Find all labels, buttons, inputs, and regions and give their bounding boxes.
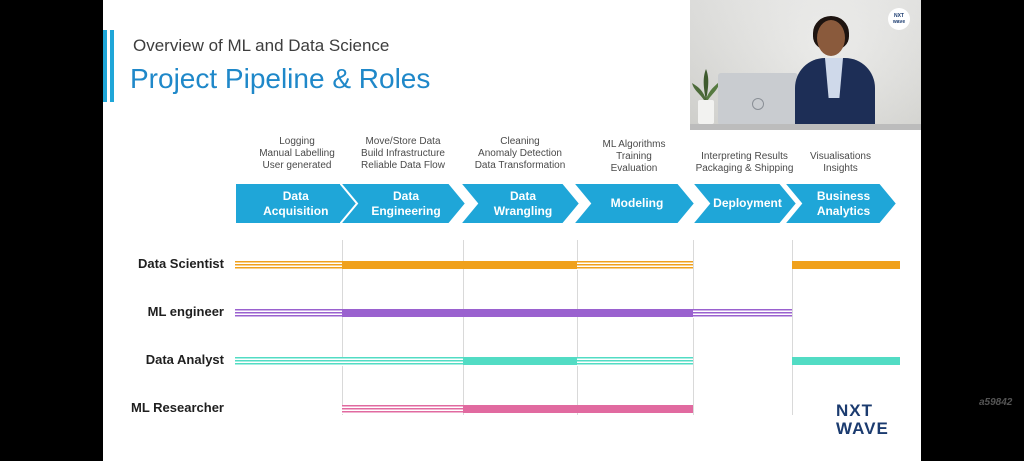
role-segment-striped [577, 357, 693, 366]
role-segment-solid [463, 309, 577, 317]
role-label: Data Scientist [103, 256, 224, 271]
role-segment-solid [463, 405, 577, 413]
role-label: ML engineer [103, 304, 224, 319]
role-segment-striped [342, 405, 463, 414]
presenter-head [817, 20, 845, 56]
role-segment-solid [463, 261, 577, 269]
stage-divider-line [693, 240, 694, 415]
stage-label: Modeling [573, 183, 695, 224]
role-segment-striped [342, 357, 463, 366]
role-segment-striped [235, 261, 342, 270]
role-segment-solid [792, 357, 900, 365]
role-segment-solid [342, 309, 463, 317]
slide-title: Project Pipeline & Roles [130, 63, 430, 95]
role-label: Data Analyst [103, 352, 224, 367]
role-segment-solid [577, 405, 693, 413]
role-segment-striped [693, 309, 792, 318]
stage-chevron: Deployment [692, 183, 797, 224]
role-segment-solid [463, 357, 577, 365]
slide-subtitle: Overview of ML and Data Science [133, 36, 389, 56]
laptop-logo-icon [752, 98, 764, 110]
stage-chevron: Modeling [573, 183, 695, 224]
nxtwave-logo: NXT WAVE [836, 402, 889, 438]
role-segment-solid [342, 261, 463, 269]
watermark-text: a59842 [979, 397, 1012, 408]
role-segment-striped [235, 309, 342, 318]
role-segment-striped [577, 261, 693, 270]
title-accent-bar [103, 30, 115, 102]
stage-label: Deployment [692, 183, 797, 224]
plant-pot [698, 100, 714, 124]
role-segment-striped [235, 357, 342, 366]
role-segment-solid [577, 309, 693, 317]
role-label: ML Researcher [103, 400, 224, 415]
role-segment-solid [792, 261, 900, 269]
